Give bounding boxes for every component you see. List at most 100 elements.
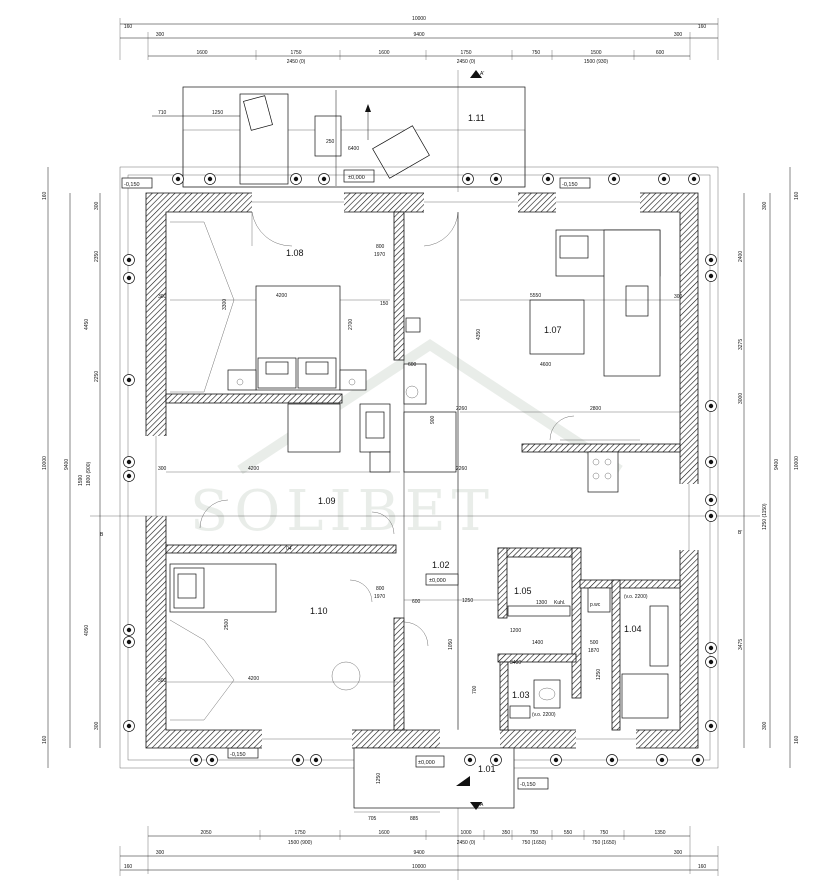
wc-bowl	[533, 679, 561, 709]
section-arrow-top	[470, 70, 482, 78]
kitchen-hob	[587, 451, 619, 493]
pad-symbol-core-icon	[126, 723, 132, 729]
section-mark-top: A'	[480, 71, 484, 77]
pad-symbol-core-icon	[708, 497, 714, 503]
hall-dim-1050: 700	[472, 685, 478, 694]
level-entry: ±0,000	[418, 760, 435, 766]
pad-symbol-core-icon	[193, 757, 199, 763]
dim-bot-r1-9: 1350	[654, 830, 665, 836]
room-label-1-04: 1.04	[624, 624, 642, 634]
right-dimensions: 10000 9400 300 2400 3275 3000 1250 (1150…	[738, 167, 800, 768]
pad-symbol-core-icon	[553, 757, 559, 763]
dim-bot-sub-4: 750 (1650)	[592, 840, 617, 846]
dim-right-edge-bottom: 160	[794, 735, 800, 744]
outer-wall	[145, 192, 699, 749]
living-dim-4350: 4350	[476, 329, 482, 340]
pad-symbol-core-icon	[708, 459, 714, 465]
room-1-01: ±0,000 1.01 -0,150 A 705 885 1250	[353, 747, 549, 822]
pad-symbol-core-icon	[708, 645, 714, 651]
pad-symbol-core-icon	[126, 257, 132, 263]
room-label-1-08: 1.08	[286, 248, 304, 258]
r104-tag-wc: p.wc	[590, 602, 601, 608]
dim-left-p3: 4450	[84, 319, 90, 330]
dim-right-mid: 9400	[774, 459, 780, 470]
r104-dim-1250: 1250	[596, 669, 602, 680]
dim-left-p2: 2350	[94, 251, 100, 262]
dim-left-p1: 300	[94, 201, 100, 210]
entry-dim-705: 705	[368, 816, 377, 822]
dim-bot-r1-7: 550	[564, 830, 573, 836]
pad-symbol-core-icon	[293, 176, 299, 182]
pad-symbol-core-icon	[691, 176, 697, 182]
bed-dim-3300: 3300	[222, 299, 228, 310]
dim-top-r3-sub1: 2450 (0)	[287, 59, 306, 65]
r104-dim-1870: 1870	[588, 648, 599, 654]
dim-right-p7: 300	[762, 721, 768, 730]
dim-left-edge-top: 160	[42, 191, 48, 200]
terrace-dim-6400: 6400	[348, 146, 359, 152]
r105-tag-kuhl: Kuhl.	[554, 600, 565, 606]
dim-top-r3-4: 1750	[460, 50, 471, 56]
pad-symbol-core-icon	[708, 723, 714, 729]
dim-top-edge-right: 160	[698, 24, 707, 30]
pad-symbol-core-icon	[661, 176, 667, 182]
pad-symbol-core-icon	[708, 273, 714, 279]
top-dimensions: 10000 160 160 300 9400 300 1600 1750 160…	[119, 16, 719, 65]
section-mark-right: B'	[738, 530, 742, 536]
dim-right-p2: 2400	[738, 251, 744, 262]
dim-right-p1: 300	[762, 201, 768, 210]
room-1-04: 1.04 p.wc (v.o. 2200) 500 1870 1250	[587, 587, 669, 719]
dim-bot-r2-c: 300	[674, 850, 683, 856]
pad-symbol-core-icon	[126, 473, 132, 479]
dim-bot-sub-2: 2450 (0)	[457, 840, 476, 846]
section-marks-side: B B'	[90, 515, 760, 538]
dim-bot-edge-right: 160	[698, 864, 707, 870]
pad-symbol-core-icon	[126, 377, 132, 383]
dim-bot-r2-b: 9400	[413, 850, 424, 856]
dim-bot-r1-4: 1000	[460, 830, 471, 836]
dim-right-total: 10000	[794, 456, 800, 470]
hall-dim-1250: 1250	[462, 598, 473, 604]
room-1-02: 1.02 ±0,000 800 1970 600 1250 1050 700	[374, 560, 498, 694]
room-label-1-07: 1.07	[544, 325, 562, 335]
r103-dim-1200: 3400	[510, 660, 521, 666]
r104-dim-700: 500	[590, 640, 599, 646]
r110-dim-4200: 4200	[248, 676, 259, 682]
dim-left-mid: 9400	[64, 459, 70, 470]
section-mark-bottom: A	[480, 802, 484, 808]
room-1-08: 1.08 4200 2700 150 3300 300 800 1970	[158, 211, 459, 393]
bed-dim-300: 300	[158, 294, 167, 300]
dim-bot-r2-a: 300	[156, 850, 165, 856]
dim-top-r2-a: 300	[156, 32, 165, 38]
living-dim-300: 300	[674, 294, 683, 300]
bottom-dimensions: 2050 1750 1600 1000 350 750 550 750 1350…	[119, 826, 719, 876]
dim-left-p4: 2250	[94, 371, 100, 382]
dim-top-edge-left: 160	[124, 24, 133, 30]
dim-bot-r1-1: 2050	[200, 830, 211, 836]
pad-symbol-core-icon	[708, 403, 714, 409]
room-label-1-11: 1.11	[468, 113, 485, 123]
bed-dim-2700: 2700	[348, 319, 354, 330]
hall-dim-600: 600	[408, 362, 417, 368]
pad-symbol-core-icon	[313, 757, 319, 763]
hall-dim-2260b: 2260	[456, 466, 467, 472]
kitchen-dim-2800: 2800	[590, 406, 601, 412]
left-dimensions: 10000 9400 1800 (900) 300 2350 4450 2250…	[42, 167, 101, 768]
room-label-1-09: 1.09	[318, 496, 336, 506]
r105-dim-500: 1200	[510, 628, 521, 634]
hall-dim-4200: 4200	[248, 466, 259, 472]
pad-symbol-core-icon	[493, 757, 499, 763]
dim-left-p7: 300	[94, 721, 100, 730]
interior-walls	[165, 211, 681, 731]
dim-top-r3-3: 1600	[378, 50, 389, 56]
section-arrow-bottom	[470, 802, 482, 810]
bed-dim-4200: 4200	[276, 293, 287, 299]
pad-symbol-core-icon	[493, 176, 499, 182]
pad-symbol-core-icon	[659, 757, 665, 763]
dim-top-r3-5: 750	[532, 50, 541, 56]
hall-dim-600b: 600	[412, 599, 421, 605]
dim-left-sub: 1800 (900)	[86, 461, 92, 486]
dim-top-r3-7: 600	[656, 50, 665, 56]
watermark-text: SOLIBET	[190, 479, 495, 544]
